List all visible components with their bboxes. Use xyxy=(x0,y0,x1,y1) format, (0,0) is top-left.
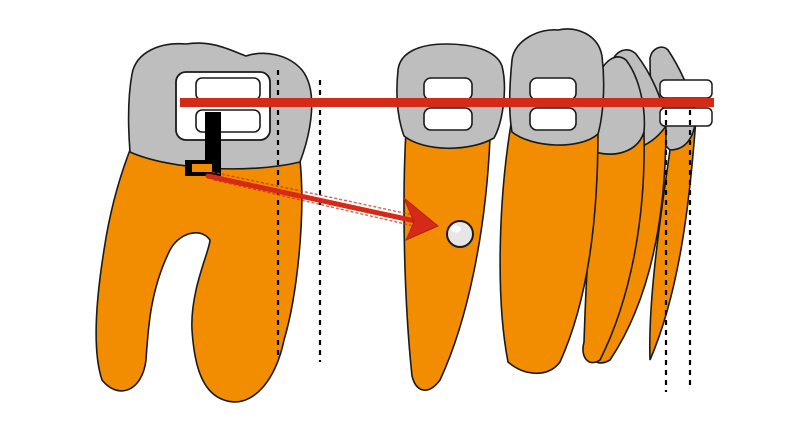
mini-screw xyxy=(446,220,474,248)
premolar-teeth xyxy=(499,28,605,374)
dashed-reference-lines xyxy=(276,70,692,392)
force-arrow-shaft-texture xyxy=(211,171,419,227)
canine-bracket-top xyxy=(423,77,473,101)
archwire xyxy=(180,98,714,107)
canine-bracket-bottom xyxy=(423,107,473,131)
molar-tooth xyxy=(95,42,313,403)
molar-bracket-top xyxy=(195,77,261,101)
force-arrow-head xyxy=(403,197,439,241)
incisor-bracket-top xyxy=(659,79,713,99)
molar-root xyxy=(95,148,303,403)
premolar-bracket-bottom xyxy=(529,107,577,131)
canine-root xyxy=(403,128,491,391)
premolar-bracket-top xyxy=(529,77,577,101)
incisor-bracket-bottom xyxy=(659,107,713,127)
premolar-root xyxy=(499,116,599,374)
force-arrow xyxy=(205,171,439,241)
incisor-root-far xyxy=(648,117,697,361)
force-arrow-shaft xyxy=(205,173,423,225)
canine-tooth xyxy=(396,43,506,391)
